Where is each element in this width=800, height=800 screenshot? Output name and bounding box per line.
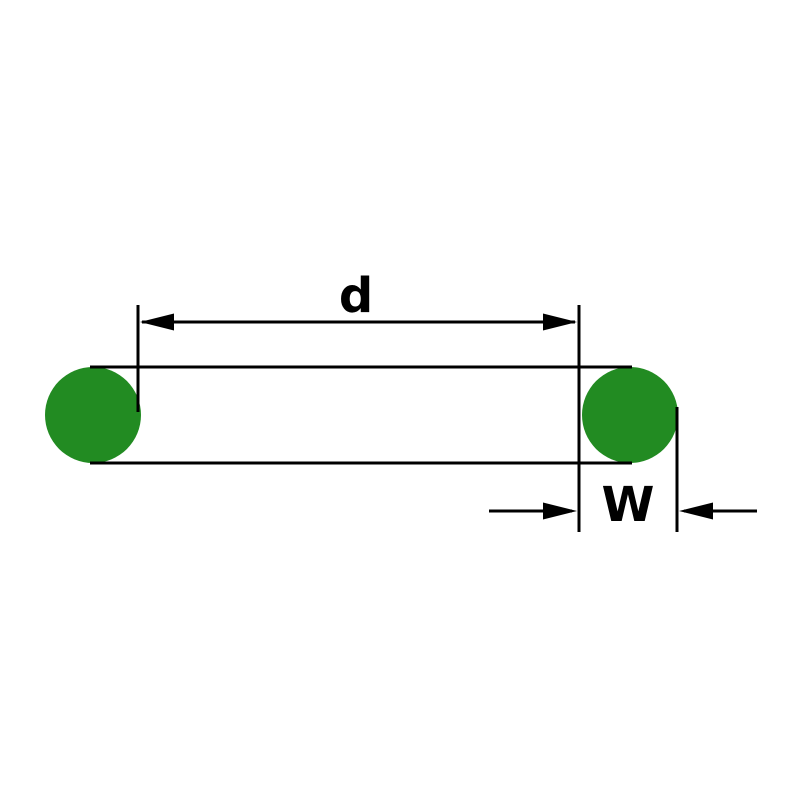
inner-diameter-arrowhead-right bbox=[543, 313, 577, 331]
inner-diameter-label: d bbox=[339, 268, 373, 324]
inner-diameter-arrowhead-left bbox=[140, 313, 174, 331]
width-arrowhead-right bbox=[679, 502, 713, 520]
right-cross-section-circle bbox=[582, 367, 678, 463]
width-arrowhead-left bbox=[543, 502, 577, 520]
cross-section-width-label: W bbox=[602, 477, 655, 533]
left-cross-section-circle bbox=[45, 367, 141, 463]
